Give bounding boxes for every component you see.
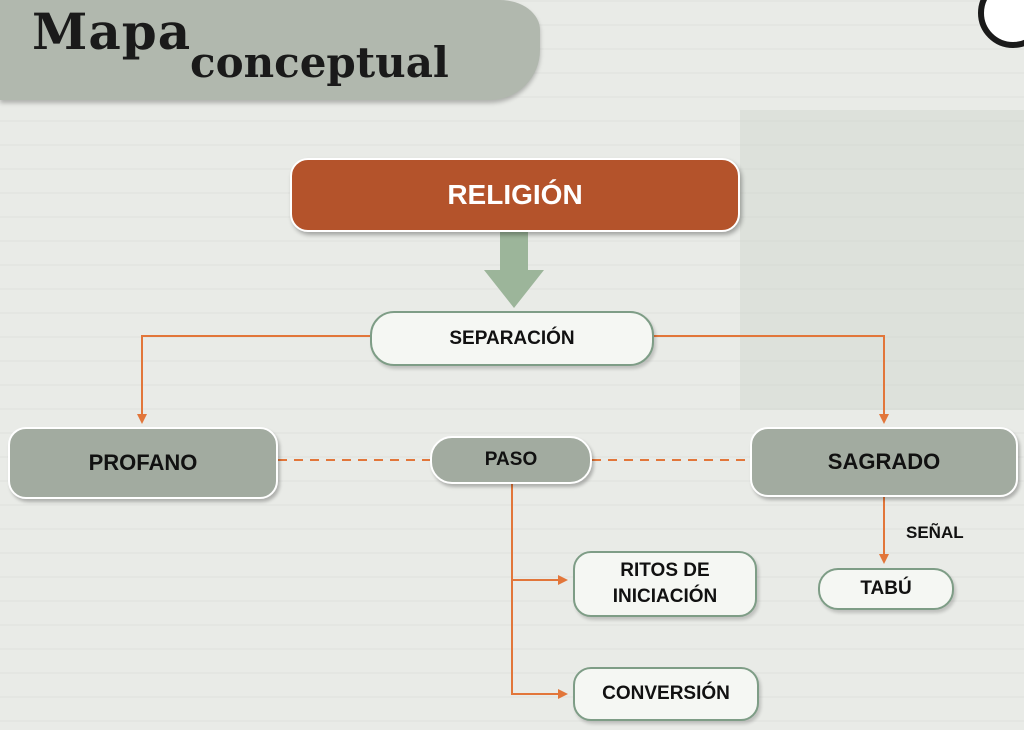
connector-separacion-sagrado (654, 335, 889, 424)
down-arrow (484, 232, 544, 308)
header-title-conceptual: conceptual (190, 38, 449, 87)
node-ritos-label-line2: INICIACIÓN (612, 586, 718, 607)
node-separacion-label: SEPARACIÓN (449, 327, 575, 349)
node-sagrado: SAGRADO (750, 427, 1018, 497)
header-banner: Mapa conceptual (0, 0, 540, 100)
node-sagrado-label: SAGRADO (827, 449, 941, 474)
node-tabu-label: TABÚ (860, 578, 912, 599)
node-tabu: TABÚ (818, 568, 954, 610)
background-column (740, 110, 1024, 410)
connector-paso-conversion (511, 580, 568, 699)
node-profano: PROFANO (8, 427, 278, 499)
node-ritos-label-line1: RITOS DE (620, 560, 710, 582)
node-profano-label: PROFANO (88, 450, 198, 475)
node-paso-label: PASO (484, 449, 538, 470)
node-ritos-iniciacion: RITOS DE INICIACIÓN (573, 551, 757, 617)
node-conversion-label: CONVERSIÓN (602, 683, 730, 704)
node-conversion: CONVERSIÓN (573, 667, 759, 721)
node-paso: PASO (430, 436, 592, 484)
connector-paso-ritos (511, 484, 568, 585)
node-separacion: SEPARACIÓN (370, 311, 654, 366)
header-title-mapa: Mapa (32, 2, 192, 61)
node-religion: RELIGIÓN (290, 158, 740, 232)
node-religion-label: RELIGIÓN (447, 179, 583, 210)
connector-separacion-profano (137, 335, 370, 424)
edge-label-senal: SEÑAL (906, 523, 964, 542)
